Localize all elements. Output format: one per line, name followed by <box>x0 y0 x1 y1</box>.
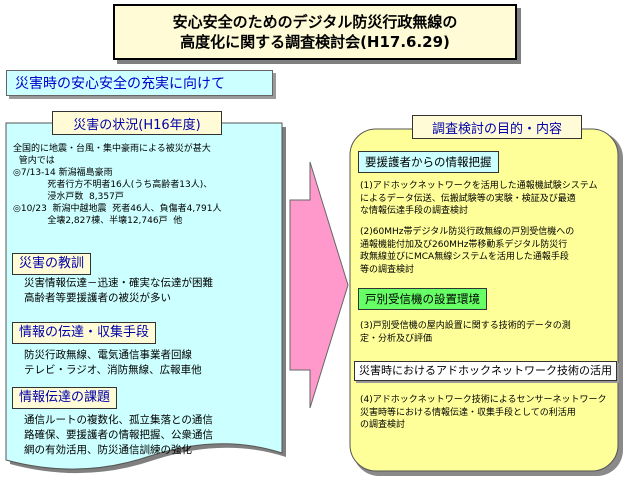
item-line: によるデータ伝送、伝搬試験等の実験・検証及び最適 <box>360 193 576 204</box>
item-line: 通報機能付加及び260MHz帯移動系デジタル防災行 <box>360 239 568 250</box>
left-panel-shape <box>5 122 286 474</box>
transmission-means-line: テレビ・ラジオ、消防無線、広報車他 <box>24 364 202 376</box>
item-line: 災害時等における情報伝達・収集手段としての利活用 <box>360 407 576 418</box>
receiver-environment-item: (3)戸別受信機の屋内設置に関する技術的データの測 定・分析及び評価 <box>360 320 622 345</box>
transmission-means-line: 防災行政無線、電気通信事業者回線 <box>24 349 192 361</box>
item-line: の調査検討 <box>360 420 406 430</box>
title-line-2: 高度化に関する調査検討会(H17.6.29) <box>180 33 450 51</box>
left-panel-title: 災害の状況(H16年度) <box>52 111 222 135</box>
item-line: 等の調査検討 <box>360 264 415 275</box>
lessons-line: 高齢者等要援護者の被災が多い <box>24 292 171 304</box>
intro-line: 浸水戸数 8,357戸 <box>13 192 124 202</box>
transmission-means-text: 防災行政無線、電気通信事業者回線 テレビ・ラジオ、消防無線、広報車他 <box>24 348 202 378</box>
intro-line: 死者行方不明者16人(うち高齢者13人)、 <box>13 180 213 190</box>
title-line-1: 安心安全のためのデジタル防災行政無線の <box>172 13 458 31</box>
item-line: 政無線並びにMCA無線システムを活用した通報手段 <box>360 252 569 262</box>
right-panel-title-text: 調査検討の目的・内容 <box>431 121 562 137</box>
item-line: 定・分析及び評価 <box>360 333 433 344</box>
left-panel-title-text: 災害の状況(H16年度) <box>73 117 201 133</box>
vulnerable-info-item-2: (2)60MHz帯デジタル防災行政無線の戸別受信機への 通報機能付加及び260M… <box>360 226 622 276</box>
issues-line: 網の有効活用、防災通信訓練の強化 <box>24 444 192 456</box>
receiver-environment-label: 戸別受信機の設置環境 <box>358 288 487 310</box>
page-title: 安心安全のためのデジタル防災行政無線の 高度化に関する調査検討会(H17.6.2… <box>113 4 517 60</box>
transmission-means-label-text: 情報の伝達・収集手段 <box>19 325 150 340</box>
vulnerable-info-item-1: (1)アドホックネットワークを活用した通報機試験システム によるデータ伝送、伝搬… <box>360 180 622 218</box>
flow-arrow-icon <box>289 161 349 409</box>
intro-line: 管内では <box>13 156 55 166</box>
lessons-line: 災害情報伝達－迅速・確実な伝達が困難 <box>24 277 213 289</box>
issues-label: 情報伝達の課題 <box>12 387 118 409</box>
lessons-label: 災害の教訓 <box>12 253 92 275</box>
item-line: (3)戸別受信機の屋内設置に関する技術的データの測 <box>360 321 571 331</box>
vulnerable-info-label-text: 要援護者からの情報把握 <box>365 155 492 169</box>
lessons-text: 災害情報伝達－迅速・確実な伝達が困難 高齢者等要援護者の被災が多い <box>24 276 213 306</box>
item-line: (2)60MHz帯デジタル防災行政無線の戸別受信機への <box>360 227 575 237</box>
adhoc-item: (4)アドホックネットワーク技術によるセンサーネットワーク 災害時等における情報… <box>360 394 622 432</box>
vulnerable-info-label: 要援護者からの情報把握 <box>358 151 499 173</box>
issues-line: 通信ルートの複数化、孤立集落との通信 <box>24 414 213 426</box>
receiver-environment-label-text: 戸別受信機の設置環境 <box>365 292 480 306</box>
item-line: (1)アドホックネットワークを活用した通報機試験システム <box>360 181 598 191</box>
intro-line: ◎10/23 新潟中越地震 死者46人、負傷者4,791人 <box>13 204 222 214</box>
intro-line: 全壊2,827棟、半壊12,746戸 他 <box>13 216 183 226</box>
subtitle-box: 災害時の安心安全の充実に向けて <box>6 70 273 96</box>
issues-line: 路確保、要援護者の情報把握、公衆通信 <box>24 429 213 441</box>
issues-label-text: 情報伝達の課題 <box>19 390 111 405</box>
intro-line: 全国的に地震・台風・集中豪雨による被災が甚大 <box>13 144 211 154</box>
intro-line: ◎7/13-14 新潟福島豪雨 <box>13 168 113 178</box>
item-line: な情報伝達手段の調査検討 <box>360 206 469 216</box>
item-line: (4)アドホックネットワーク技術によるセンサーネットワーク <box>360 395 607 405</box>
adhoc-label: 災害時におけるアドホックネットワーク技術の活用 <box>354 361 617 381</box>
transmission-means-label: 情報の伝達・収集手段 <box>12 322 157 344</box>
issues-text: 通信ルートの複数化、孤立集落との通信 路確保、要援護者の情報把握、公衆通信 網の… <box>24 413 213 458</box>
disaster-intro: 全国的に地震・台風・集中豪雨による被災が甚大 管内では ◎7/13-14 新潟福… <box>13 143 269 227</box>
subtitle: 災害時の安心安全の充実に向けて <box>15 76 225 92</box>
lessons-label-text: 災害の教訓 <box>19 256 85 271</box>
adhoc-label-text: 災害時におけるアドホックネットワーク技術の活用 <box>359 364 612 377</box>
right-panel-title: 調査検討の目的・内容 <box>412 115 582 139</box>
